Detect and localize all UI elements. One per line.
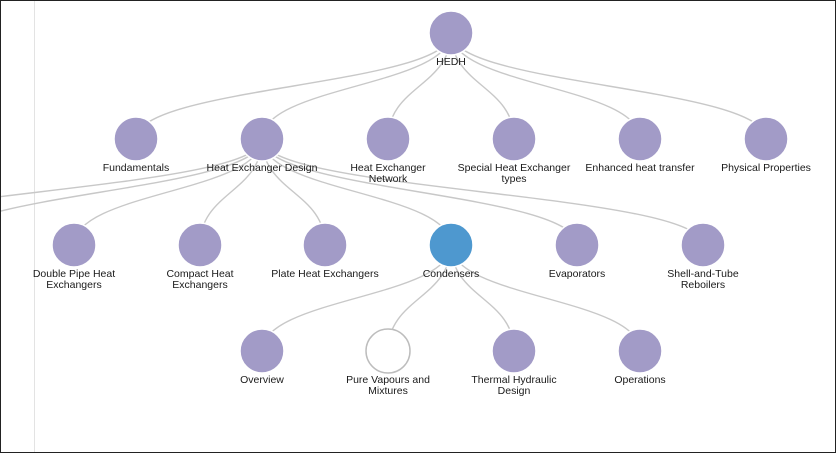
node-circle[interactable] xyxy=(239,116,285,162)
node-label: Condensers xyxy=(423,268,480,280)
node-circle[interactable] xyxy=(302,222,348,268)
node-label: Shell-and-Tube xyxy=(667,268,739,280)
node-circle[interactable] xyxy=(680,222,726,268)
node-label: Heat Exchanger xyxy=(350,162,426,174)
edge-heat-exchanger-design-offscreen-1 xyxy=(1,138,263,212)
node-label: Overview xyxy=(240,374,284,386)
node-condensers[interactable]: Condensers xyxy=(423,222,480,280)
node-overview[interactable]: Overview xyxy=(239,328,285,386)
node-circle[interactable] xyxy=(428,10,474,56)
edge-heat-exchanger-design-shell-and-tube-reboilers xyxy=(261,138,704,246)
node-label: Thermal Hydraulic xyxy=(471,374,556,386)
node-label: Heat Exchanger Design xyxy=(207,162,318,174)
node-circle[interactable] xyxy=(491,116,537,162)
node-label: Physical Properties xyxy=(721,162,811,174)
node-circle[interactable] xyxy=(113,116,159,162)
left-divider xyxy=(34,1,35,452)
node-circle[interactable] xyxy=(617,328,663,374)
node-label: Reboilers xyxy=(681,279,725,291)
node-label: Fundamentals xyxy=(103,162,170,174)
node-label: Network xyxy=(369,173,408,185)
node-label: Exchangers xyxy=(46,279,101,291)
edge-heat-exchanger-design-offscreen-2 xyxy=(1,138,263,198)
node-heat-exchanger-design[interactable]: Heat Exchanger Design xyxy=(207,116,318,174)
node-label: Enhanced heat transfer xyxy=(585,162,695,174)
node-label: types xyxy=(501,173,526,185)
node-label: Double Pipe Heat xyxy=(33,268,115,280)
node-evaporators[interactable]: Evaporators xyxy=(549,222,606,280)
node-circle[interactable] xyxy=(428,222,474,268)
node-label: HEDH xyxy=(436,56,466,68)
edge-hedh-fundamentals xyxy=(135,32,452,140)
node-plate-heat-exchangers[interactable]: Plate Heat Exchangers xyxy=(271,222,379,280)
tree-edges xyxy=(1,32,767,352)
node-label: Plate Heat Exchangers xyxy=(271,268,378,280)
node-label: Pure Vapours and xyxy=(346,374,430,386)
node-label: Special Heat Exchanger xyxy=(458,162,571,174)
node-circle[interactable] xyxy=(51,222,97,268)
node-label: Mixtures xyxy=(368,385,408,397)
node-label: Exchangers xyxy=(172,279,227,291)
node-label: Operations xyxy=(614,374,665,386)
node-fundamentals[interactable]: Fundamentals xyxy=(103,116,170,174)
node-circle[interactable] xyxy=(239,328,285,374)
node-circle[interactable] xyxy=(177,222,223,268)
node-physical-properties[interactable]: Physical Properties xyxy=(721,116,811,174)
node-enhanced-heat-transfer[interactable]: Enhanced heat transfer xyxy=(585,116,695,174)
node-circle[interactable] xyxy=(365,328,411,374)
node-circle[interactable] xyxy=(554,222,600,268)
node-hedh[interactable]: HEDH xyxy=(428,10,474,68)
edge-condensers-overview xyxy=(261,244,452,352)
edge-heat-exchanger-design-evaporators xyxy=(261,138,578,246)
edge-hedh-physical-properties xyxy=(450,32,767,140)
node-label: Design xyxy=(498,385,531,397)
tree-nodes: HEDH Fundamentals Heat Exchanger Design Hea… xyxy=(33,10,811,397)
node-label: Evaporators xyxy=(549,268,606,280)
node-operations[interactable]: Operations xyxy=(614,328,666,386)
node-circle[interactable] xyxy=(365,116,411,162)
node-circle[interactable] xyxy=(491,328,537,374)
node-label: Compact Heat xyxy=(166,268,233,280)
node-circle[interactable] xyxy=(617,116,663,162)
edge-condensers-operations xyxy=(450,244,641,352)
node-circle[interactable] xyxy=(743,116,789,162)
